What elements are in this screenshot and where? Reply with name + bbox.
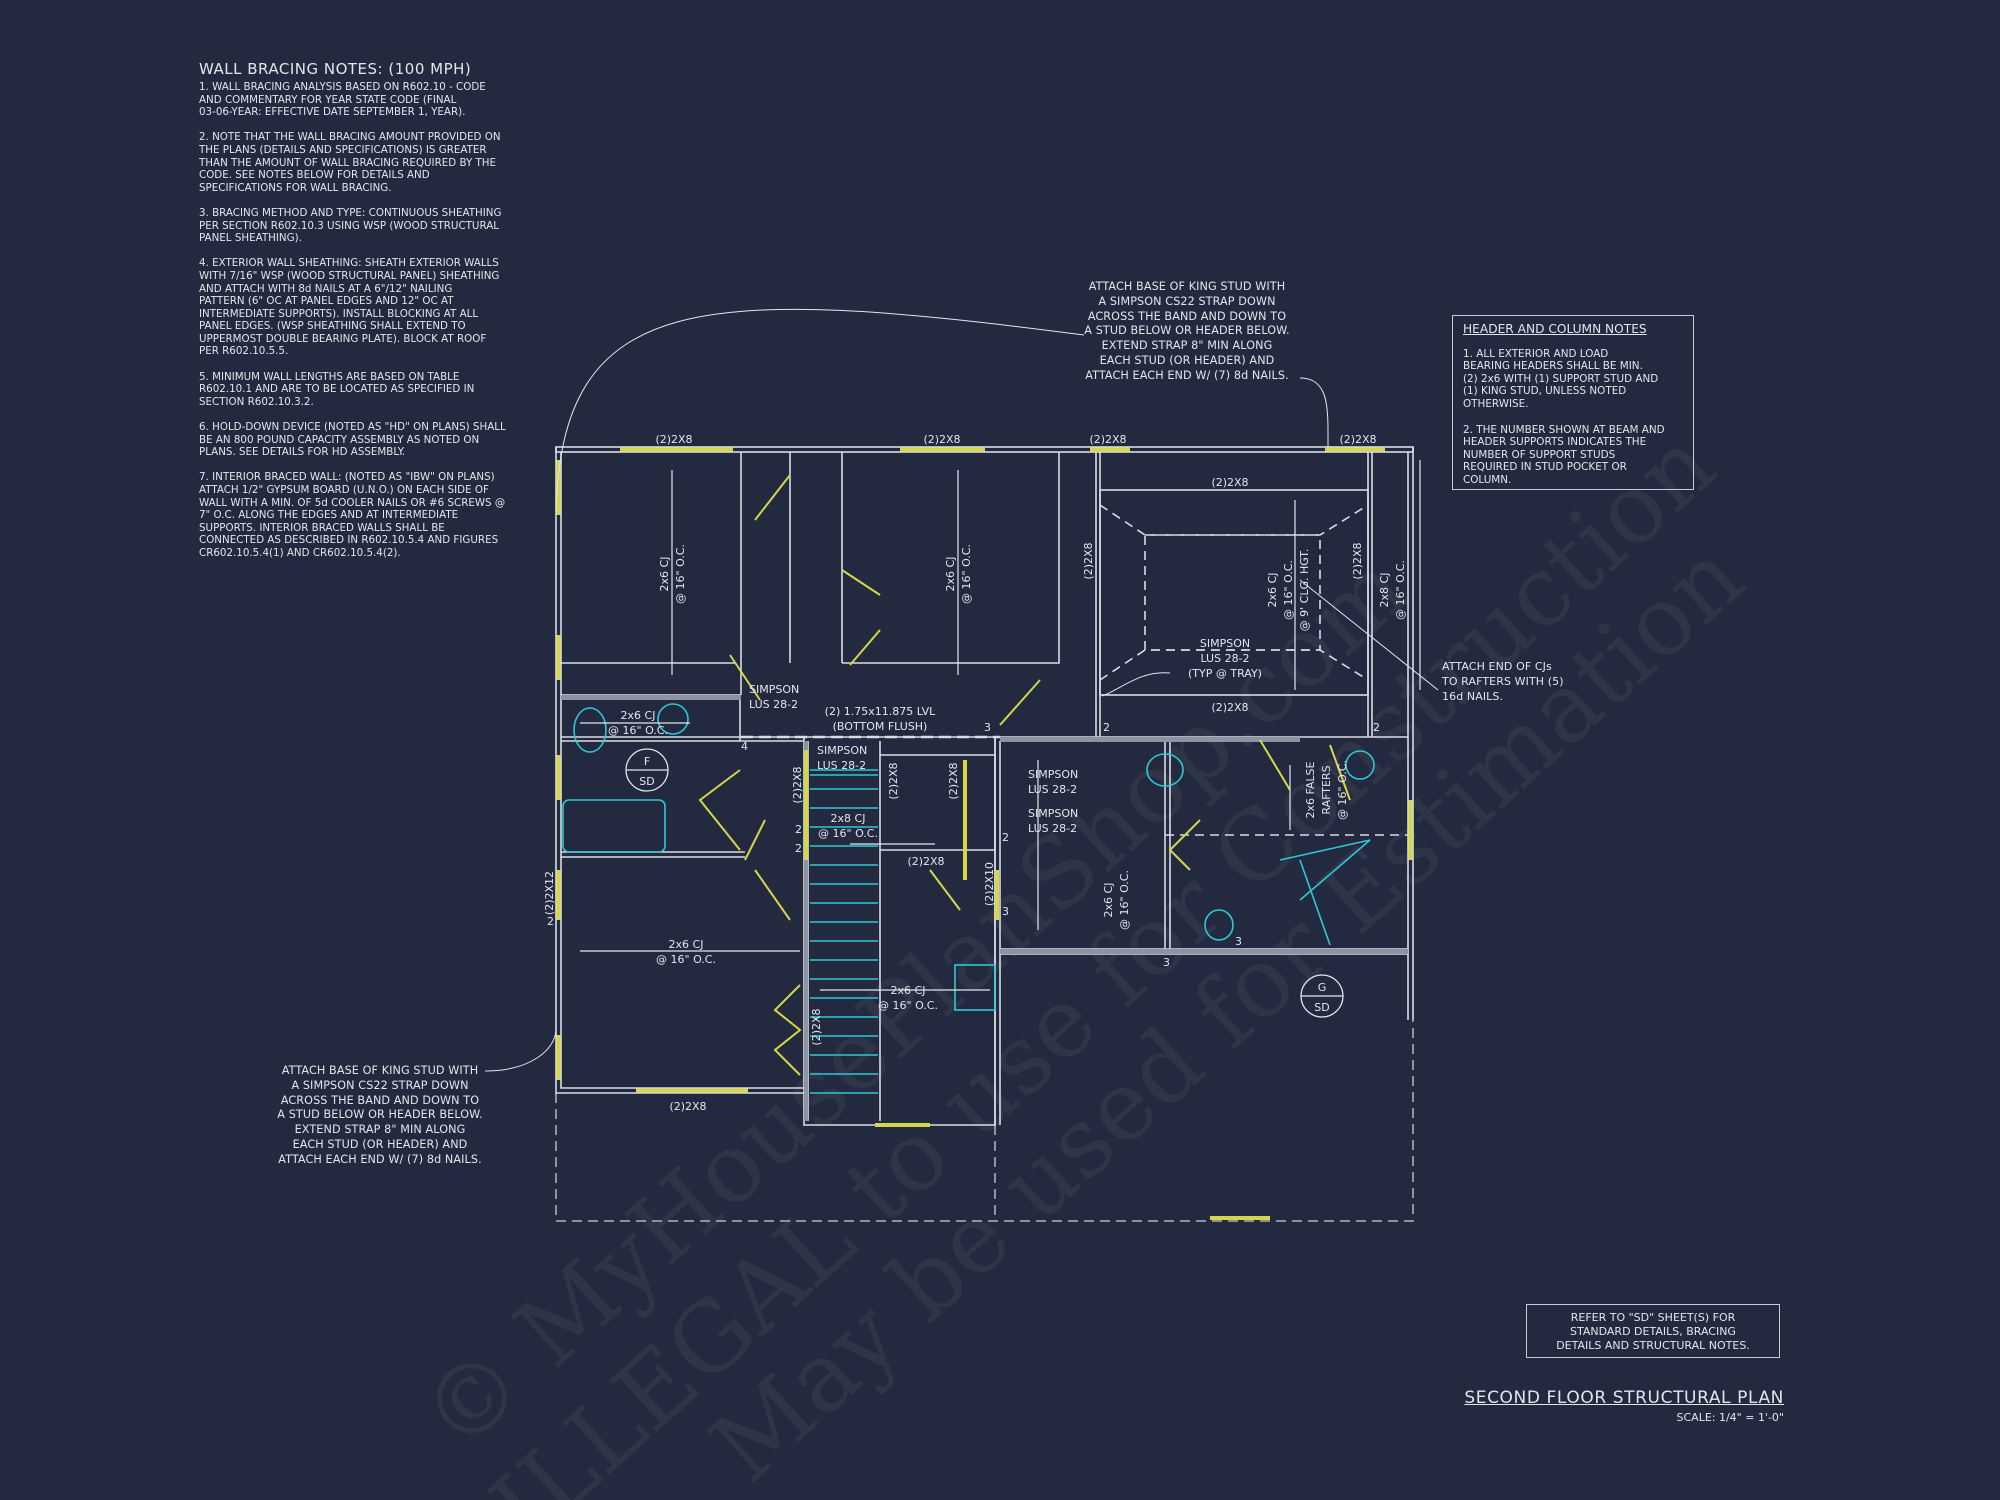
wall-bracing-notes: 1. WALL BRACING ANALYSIS BASED ON R602.1… xyxy=(199,81,519,572)
stud-count: 2 xyxy=(547,915,554,928)
joist-label: 2x6 CJ xyxy=(658,557,671,592)
header-label: (2)2X8 xyxy=(1089,433,1126,446)
dimension-lines xyxy=(580,460,1421,991)
ceiling-height: @ 9' CLG. HGT. xyxy=(1298,549,1311,632)
header-label: (2)2X8 xyxy=(1211,476,1248,489)
sd-reference-note: REFER TO "SD" SHEET(S) FOR STANDARD DETA… xyxy=(1526,1304,1780,1358)
joist-spacing: @ 16" O.C. xyxy=(1394,560,1407,620)
stud-count: 2 xyxy=(1103,721,1110,734)
header-column-notes: HEADER AND COLUMN NOTES 1. ALL EXTERIOR … xyxy=(1452,315,1694,490)
drawing-scale: SCALE: 1/4" = 1'-0" xyxy=(1676,1411,1785,1424)
rafter-label: 2x6 FALSE xyxy=(1304,762,1317,819)
joist-label: 2x8 CJ xyxy=(1378,573,1391,608)
stair-treads xyxy=(810,769,878,1094)
note-item: 3. BRACING METHOD AND TYPE: CONTINUOUS S… xyxy=(199,206,502,245)
connector-label: SIMPSON xyxy=(817,744,867,757)
joist-spacing: @ 16" O.C. xyxy=(656,953,716,966)
header-label: (2)2X8 xyxy=(907,855,944,868)
stud-count: 3 xyxy=(1163,956,1170,969)
headers xyxy=(556,447,1413,1220)
stud-count: 2 xyxy=(795,823,802,836)
stud-count: 3 xyxy=(1235,935,1242,948)
stud-count: 4 xyxy=(741,740,748,753)
connector-label: SIMPSON xyxy=(1028,807,1078,820)
detail-bubbles xyxy=(625,748,1344,1018)
header-label: (2)2X10 xyxy=(983,862,996,906)
note-item: 6. HOLD-DOWN DEVICE (NOTED AS "HD" ON PL… xyxy=(199,421,506,459)
beam-label: (2) 1.75x11.875 LVL xyxy=(825,705,937,718)
stud-count: 2 xyxy=(1002,831,1009,844)
detail-id: G xyxy=(1318,981,1327,994)
note-item: 2. NOTE THAT THE WALL BRACING AMOUNT PRO… xyxy=(199,131,501,194)
header-label: (2)2X8 xyxy=(791,766,804,803)
beam-label: (BOTTOM FLUSH) xyxy=(833,720,928,733)
header-label: (2)2X8 xyxy=(923,433,960,446)
drawing-title: SECOND FLOOR STRUCTURAL PLAN xyxy=(1464,1388,1784,1408)
joist-spacing: @ 16" O.C. xyxy=(818,827,878,840)
rafter-callout: ATTACH END OF CJs TO RAFTERS WITH (5) 16… xyxy=(1442,660,1564,703)
fixtures xyxy=(562,703,1375,1011)
note-item: 1. WALL BRACING ANALYSIS BASED ON R602.1… xyxy=(199,81,486,119)
connector-label: LUS 28-2 xyxy=(1028,822,1077,835)
joist-spacing: @ 16" O.C. xyxy=(878,999,938,1012)
doors xyxy=(698,474,1351,1076)
connector-label: LUS 28-2 xyxy=(1028,783,1077,796)
joist-label: 2x6 CJ xyxy=(1102,883,1115,918)
connector-label: SIMPSON xyxy=(1200,637,1250,650)
header-label: (2)2X8 xyxy=(810,1008,823,1045)
hatched-walls xyxy=(561,695,1408,1121)
joist-label: 2x6 CJ xyxy=(891,984,926,997)
header-label: (2)2X8 xyxy=(1082,542,1095,579)
stud-count: 3 xyxy=(984,721,991,734)
header-label: (2)2X12 xyxy=(543,871,556,915)
joist-spacing: @ 16" O.C. xyxy=(608,724,668,737)
dashed-outline xyxy=(555,1020,1414,1222)
stud-count: 3 xyxy=(1002,905,1009,918)
header-label: (2)2X8 xyxy=(655,433,692,446)
stud-count: 2 xyxy=(1373,721,1380,734)
detail-id: F xyxy=(644,755,650,768)
connector-label: SIMPSON xyxy=(749,683,799,696)
rafter-label: RAFTERS xyxy=(1320,765,1333,814)
joist-label: 2x6 CJ xyxy=(621,709,656,722)
leaders xyxy=(484,308,1439,1072)
wall-bracing-title: WALL BRACING NOTES: (100 MPH) xyxy=(199,60,472,78)
strap-callout-top: ATTACH BASE OF KING STUD WITH A SIMPSON … xyxy=(1084,280,1290,382)
header-label: (2)2X8 xyxy=(1211,701,1248,714)
header-label: (2)2X8 xyxy=(1351,542,1364,579)
detail-sheet: SD xyxy=(639,775,654,788)
header-label: (2)2X8 xyxy=(947,762,960,799)
connector-label: SIMPSON xyxy=(1028,768,1078,781)
header-label: (2)2X8 xyxy=(887,762,900,799)
joist-label: 2x6 CJ xyxy=(1266,573,1279,608)
connector-label: LUS 28-2 xyxy=(817,759,866,772)
joist-spacing: @ 16" O.C. xyxy=(1336,760,1349,820)
detail-sheet: SD xyxy=(1314,1001,1329,1014)
stud-count: 2 xyxy=(795,842,802,855)
header-label: (2)2X8 xyxy=(669,1100,706,1113)
joist-spacing: @ 16" O.C. xyxy=(1118,870,1131,930)
joist-label: 2x6 CJ xyxy=(944,557,957,592)
header-notes-title: HEADER AND COLUMN NOTES xyxy=(1463,322,1647,336)
plan-labels: (2)2X8 (2)2X8 (2)2X8 (2)2X8 (2)2X8 (2)2X… xyxy=(543,433,1407,1113)
note-item: 4. EXTERIOR WALL SHEATHING: SHEATH EXTER… xyxy=(199,257,500,358)
note-item: 5. MINIMUM WALL LENGTHS ARE BASED ON TAB… xyxy=(199,370,475,408)
joist-spacing: @ 16" O.C. xyxy=(674,544,687,604)
joist-spacing: @ 16" O.C. xyxy=(960,544,973,604)
note-item: 7. INTERIOR BRACED WALL: (NOTED AS "IBW"… xyxy=(199,471,506,559)
header-note-item: 1. ALL EXTERIOR AND LOAD BEARING HEADERS… xyxy=(1463,348,1659,410)
strap-callout-bottom: ATTACH BASE OF KING STUD WITH A SIMPSON … xyxy=(277,1064,483,1166)
connector-label: LUS 28-2 xyxy=(1200,652,1249,665)
header-label: (2)2X8 xyxy=(1339,433,1376,446)
joist-spacing: @ 16" O.C. xyxy=(1282,560,1295,620)
joist-label: 2x6 CJ xyxy=(669,938,704,951)
connector-label: LUS 28-2 xyxy=(749,698,798,711)
joist-label: 2x8 CJ xyxy=(831,812,866,825)
connector-label: (TYP @ TRAY) xyxy=(1188,667,1262,680)
header-note-item: 2. THE NUMBER SHOWN AT BEAM AND HEADER S… xyxy=(1463,424,1665,486)
